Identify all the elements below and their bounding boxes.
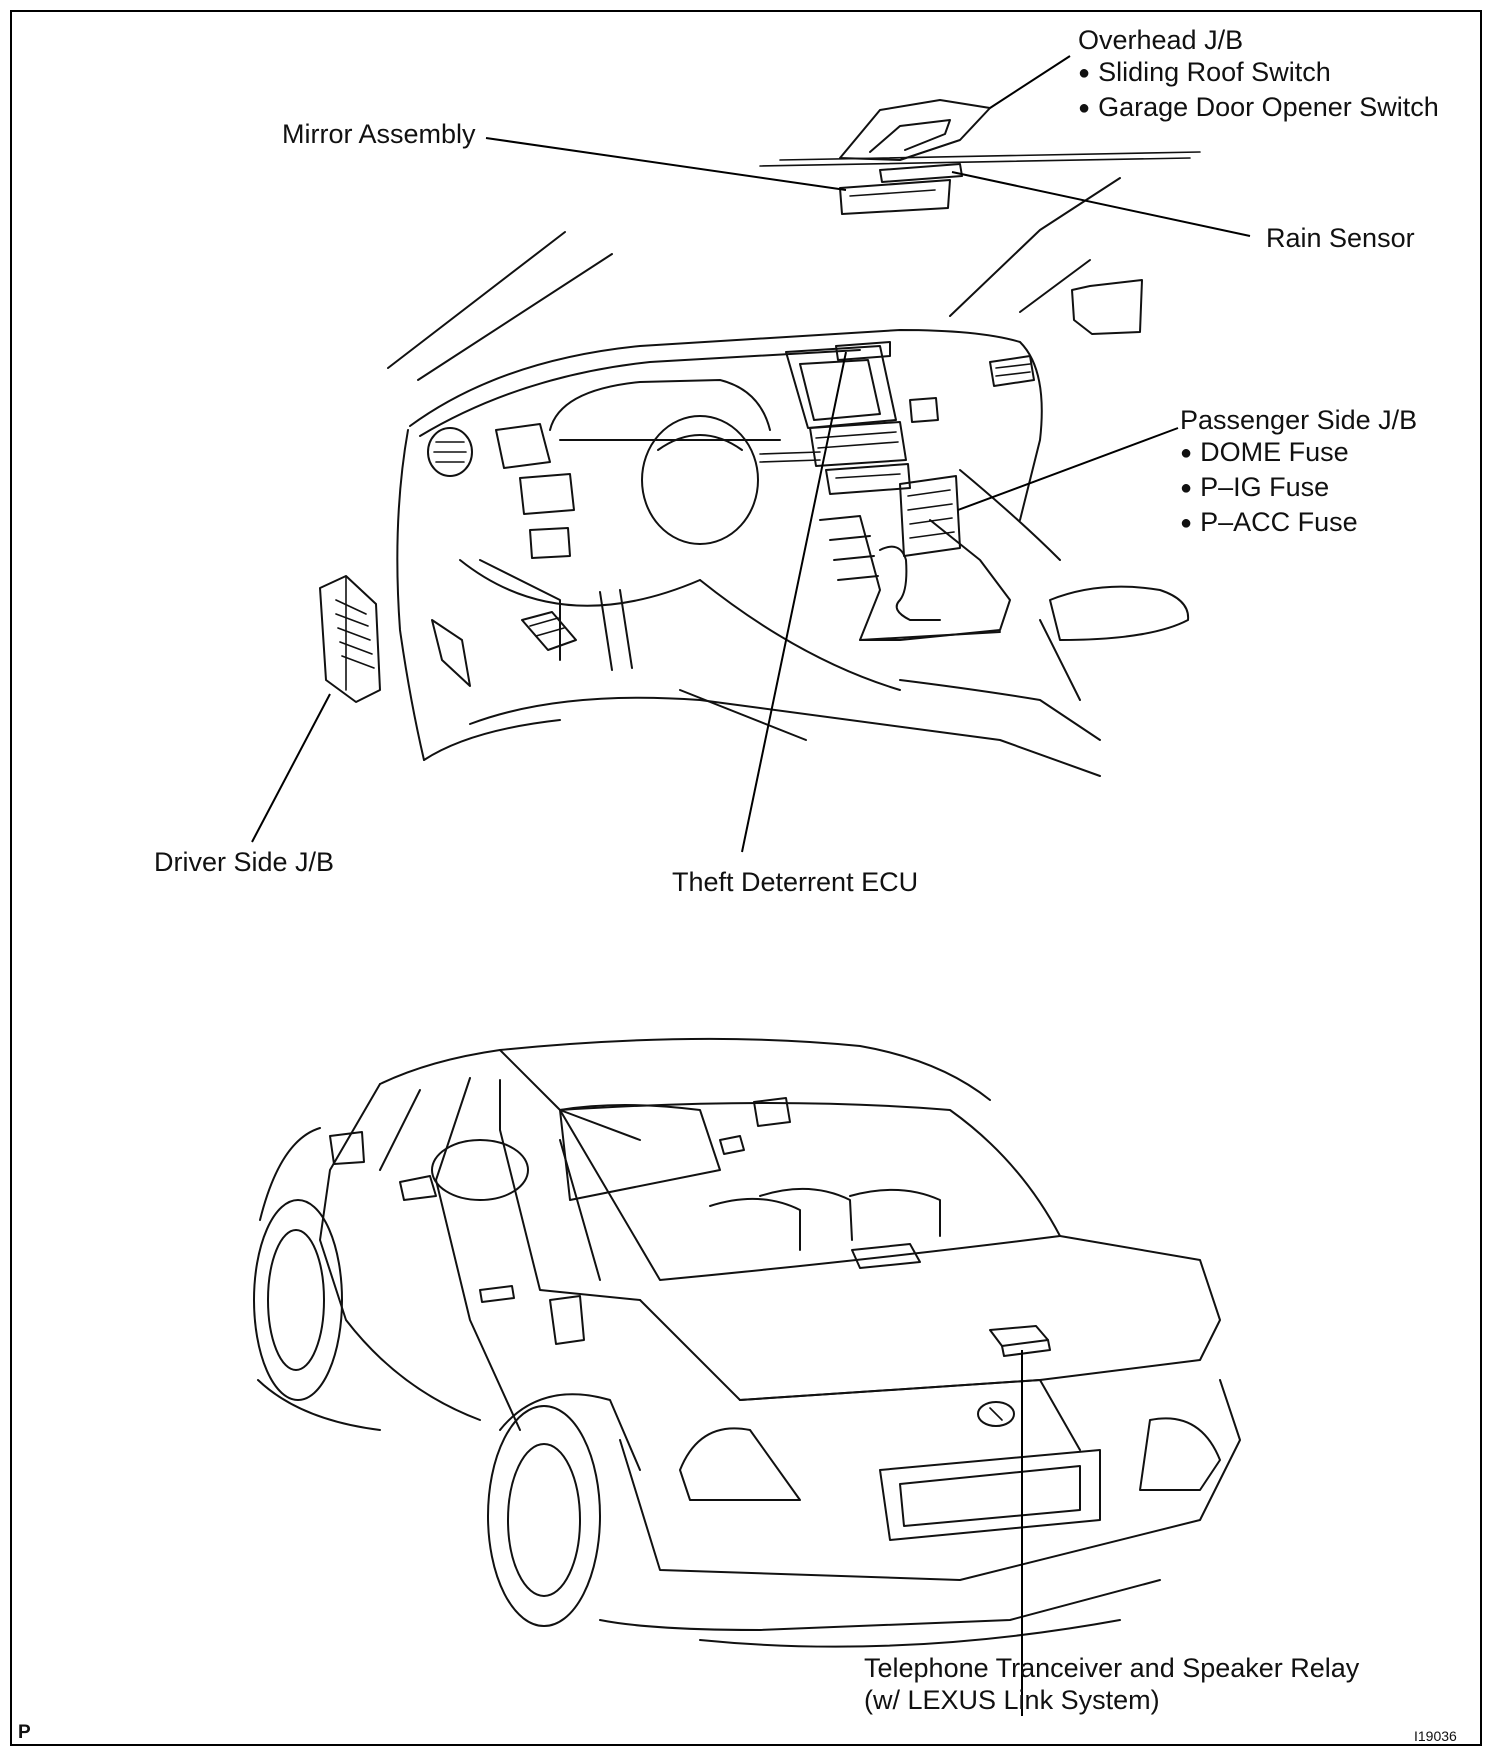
- telephone-tranceiver-callout: Telephone Tranceiver and Speaker Relay (…: [864, 1652, 1359, 1716]
- overhead-jb-item: Garage Door Opener Switch: [1078, 91, 1439, 126]
- rain-sensor-label: Rain Sensor: [1266, 223, 1415, 253]
- telephone-tranceiver-line2: (w/ LEXUS Link System): [864, 1685, 1160, 1715]
- overhead-jb-callout: Overhead J/B Sliding Roof Switch Garage …: [1078, 24, 1439, 126]
- overhead-jb-item: Sliding Roof Switch: [1078, 56, 1439, 91]
- passenger-side-jb-title: Passenger Side J/B: [1180, 405, 1418, 435]
- page-mark: P: [18, 1722, 31, 1743]
- figure-id: I19036: [1414, 1728, 1457, 1744]
- diagram-frame: [10, 10, 1482, 1746]
- callout-leaders-top: [251, 55, 1251, 853]
- mirror-assembly-label: Mirror Assembly: [282, 119, 476, 149]
- passenger-side-jb-item: DOME Fuse: [1180, 436, 1417, 471]
- passenger-side-jb-callout: Passenger Side J/B DOME Fuse P–IG Fuse P…: [1180, 404, 1417, 541]
- dashboard-interior-drawing: [319, 99, 1201, 777]
- telephone-tranceiver-line1: Telephone Tranceiver and Speaker Relay: [864, 1653, 1360, 1683]
- theft-deterrent-ecu-label: Theft Deterrent ECU: [672, 867, 919, 897]
- overhead-jb-title: Overhead J/B: [1078, 25, 1244, 55]
- passenger-side-jb-item: P–ACC Fuse: [1180, 506, 1417, 541]
- passenger-side-jb-item: P–IG Fuse: [1180, 471, 1417, 506]
- sedan-exterior-drawing: [253, 1037, 1241, 1648]
- driver-side-jb-label: Driver Side J/B: [154, 847, 335, 877]
